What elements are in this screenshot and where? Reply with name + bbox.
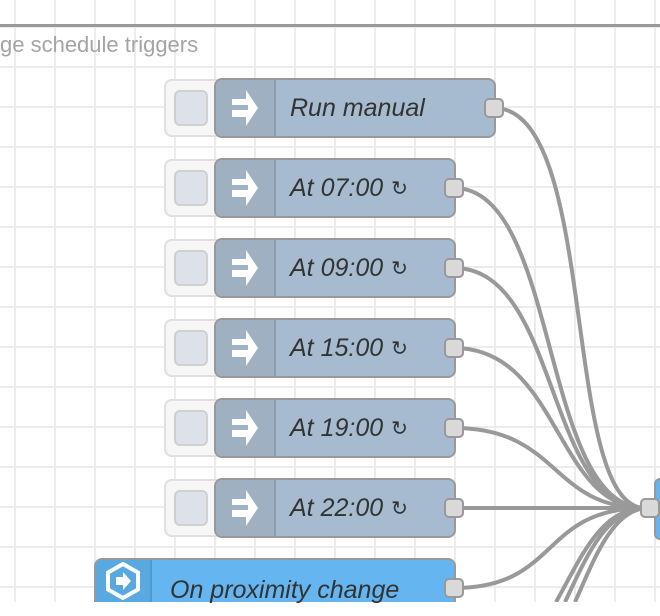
node-label-text: At 15:00	[290, 333, 384, 362]
inject-node[interactable]: At 22:00 ↻	[214, 478, 456, 538]
inject-button-square[interactable]	[174, 90, 208, 126]
inject-button-square[interactable]	[174, 330, 208, 366]
inject-button-square[interactable]	[174, 170, 208, 206]
inject-arrow-icon	[216, 240, 276, 296]
node-label-text: At 19:00	[290, 413, 384, 442]
inject-arrow-icon	[216, 320, 276, 376]
repeat-icon: ↻	[391, 417, 408, 440]
input-port[interactable]	[640, 498, 660, 518]
wire	[453, 426, 646, 510]
output-port[interactable]	[444, 338, 464, 358]
repeat-icon: ↻	[391, 337, 408, 360]
output-port[interactable]	[444, 578, 464, 598]
wire	[453, 506, 646, 590]
wire	[453, 186, 646, 510]
node-label: At 07:00 ↻	[290, 160, 408, 216]
output-port[interactable]	[484, 98, 504, 118]
repeat-icon: ↻	[391, 257, 408, 280]
wires	[453, 106, 646, 602]
inject-arrow-icon	[216, 480, 276, 536]
output-port[interactable]	[444, 258, 464, 278]
wire	[573, 506, 646, 602]
node-label-text: Run manual	[290, 93, 425, 122]
group-label: ge schedule triggers	[0, 32, 199, 57]
inject-button-square[interactable]	[174, 490, 208, 526]
wire	[493, 106, 646, 510]
node-label: At 09:00 ↻	[290, 240, 408, 296]
inject-button[interactable]	[164, 79, 226, 137]
wire	[554, 506, 646, 602]
node-label-text: At 22:00	[290, 493, 384, 522]
wire	[563, 506, 646, 602]
inject-node[interactable]: At 09:00 ↻	[214, 238, 456, 298]
output-port[interactable]	[444, 178, 464, 198]
node-label: On proximity change	[170, 575, 400, 604]
node-label-text: At 09:00	[290, 253, 384, 282]
event-icon	[96, 560, 152, 602]
node-label-text: At 07:00	[290, 173, 384, 202]
group-border	[0, 24, 660, 27]
inject-node[interactable]: At 15:00 ↻	[214, 318, 456, 378]
inject-node[interactable]: Run manual	[214, 78, 496, 138]
node-label: At 19:00 ↻	[290, 400, 408, 456]
output-port[interactable]	[444, 418, 464, 438]
inject-node[interactable]: At 19:00 ↻	[214, 398, 456, 458]
event-node-proximity[interactable]: On proximity change	[94, 558, 456, 604]
inject-arrow-icon	[216, 80, 276, 136]
repeat-icon: ↻	[391, 497, 408, 520]
node-label: Run manual	[290, 80, 425, 136]
node-label: At 15:00 ↻	[290, 320, 408, 376]
inject-arrow-icon	[216, 160, 276, 216]
inject-arrow-icon	[216, 400, 276, 456]
wire	[453, 346, 646, 510]
node-label: At 22:00 ↻	[290, 480, 408, 536]
output-port[interactable]	[444, 498, 464, 518]
inject-button-square[interactable]	[174, 250, 208, 286]
repeat-icon: ↻	[391, 177, 408, 200]
wire	[453, 266, 646, 510]
inject-button-square[interactable]	[174, 410, 208, 446]
inject-node[interactable]: At 07:00 ↻	[214, 158, 456, 218]
